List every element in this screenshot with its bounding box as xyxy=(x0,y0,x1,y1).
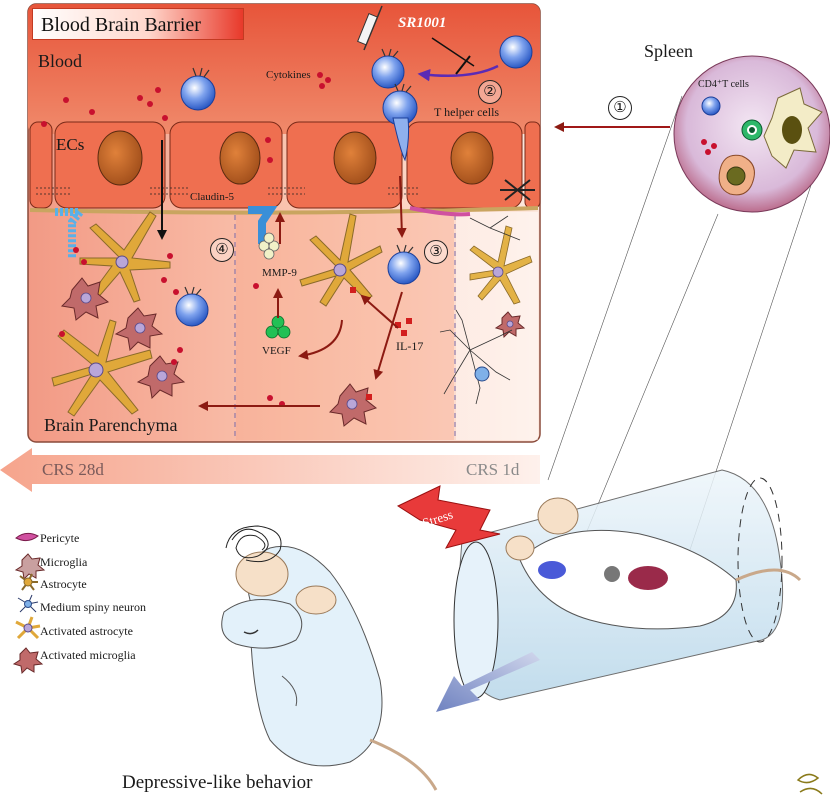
activated-astrocyte-icon xyxy=(10,622,36,640)
t-cell-targeted xyxy=(371,48,405,89)
step-1-marker: ① xyxy=(608,96,632,120)
crs-timeline-arrow xyxy=(0,448,540,492)
crs-short-label: CRS 1d xyxy=(466,460,520,479)
legend-item-activated-microglia: Activated microglia xyxy=(10,646,136,664)
t-cell-parenchyma-left xyxy=(175,286,209,327)
t-cell-blood-left xyxy=(180,67,216,111)
spleen-label: Spleen xyxy=(644,41,693,61)
figure-title: Blood Brain Barrier xyxy=(32,8,244,40)
mmp9-molecule xyxy=(258,232,280,260)
t-cell-source xyxy=(499,35,533,69)
cytokine-dots xyxy=(41,72,331,163)
blood-label: Blood xyxy=(38,51,83,71)
astrocyte-left xyxy=(79,211,171,303)
cytokines-label: Cytokines xyxy=(266,69,311,81)
pericyte-icon xyxy=(10,529,36,547)
legend-item-astrocyte: Astrocyte xyxy=(10,575,87,593)
t-helper-label: T helper cells xyxy=(434,105,500,119)
astrocyte-center xyxy=(299,213,383,307)
crs-long-label: CRS 28d xyxy=(42,460,104,479)
restraint-tube xyxy=(453,469,802,701)
corner-logo-icon xyxy=(796,773,823,795)
confusion-scribble-icon xyxy=(225,525,282,563)
parenchyma-label: Brain Parenchyma xyxy=(44,415,178,435)
legend-label: Activated microglia xyxy=(40,647,136,662)
legend-label: Astrocyte xyxy=(40,576,87,591)
step-2-marker: ② xyxy=(478,80,502,104)
legend-label: Pericyte xyxy=(40,530,80,545)
legend-item-microglia: Microglia xyxy=(10,553,87,571)
astrocyte-bottom xyxy=(51,319,153,417)
microglia-icon xyxy=(10,553,36,571)
step-3-marker: ③ xyxy=(424,240,448,264)
vegf-molecule xyxy=(265,315,291,339)
behavior-label: Depressive-like behavior xyxy=(122,772,313,793)
stress-bolt-icon xyxy=(396,485,501,549)
legend-label: Medium spiny neuron xyxy=(40,599,146,614)
astrocyte-right xyxy=(469,225,533,305)
depressed-mouse xyxy=(221,525,438,791)
cd4-label: CD4⁺T cells xyxy=(698,79,749,90)
il17-label: IL-17 xyxy=(396,339,424,353)
astrocyte-icon xyxy=(10,575,36,593)
vegf-label: VEGF xyxy=(262,345,291,357)
endothelial-cells xyxy=(29,121,541,209)
claudin-label: Claudin-5 xyxy=(190,191,234,203)
neuron-cells xyxy=(439,215,521,405)
legend-label: Activated astrocyte xyxy=(40,623,133,638)
drug-label: SR1001 xyxy=(398,15,447,31)
activated-microglia-icon xyxy=(10,646,36,664)
syringe-icon xyxy=(357,5,383,51)
t-cell-parenchyma-center xyxy=(387,244,421,285)
legend-item-neuron: Medium spiny neuron xyxy=(10,598,146,616)
legend-item-activated-astrocyte: Activated astrocyte xyxy=(10,622,133,640)
title-text: Blood Brain Barrier xyxy=(41,14,201,36)
legend-item-pericyte: Pericyte xyxy=(10,529,79,547)
step-4-marker: ④ xyxy=(210,238,234,262)
il17-squares xyxy=(350,287,412,400)
legend-label: Microglia xyxy=(40,554,88,569)
t-cell-adhering xyxy=(382,83,418,162)
legend-icons xyxy=(12,532,46,675)
ecs-label: ECs xyxy=(56,135,85,154)
neuron-icon xyxy=(10,598,36,616)
mmp9-label: MMP-9 xyxy=(262,267,297,279)
